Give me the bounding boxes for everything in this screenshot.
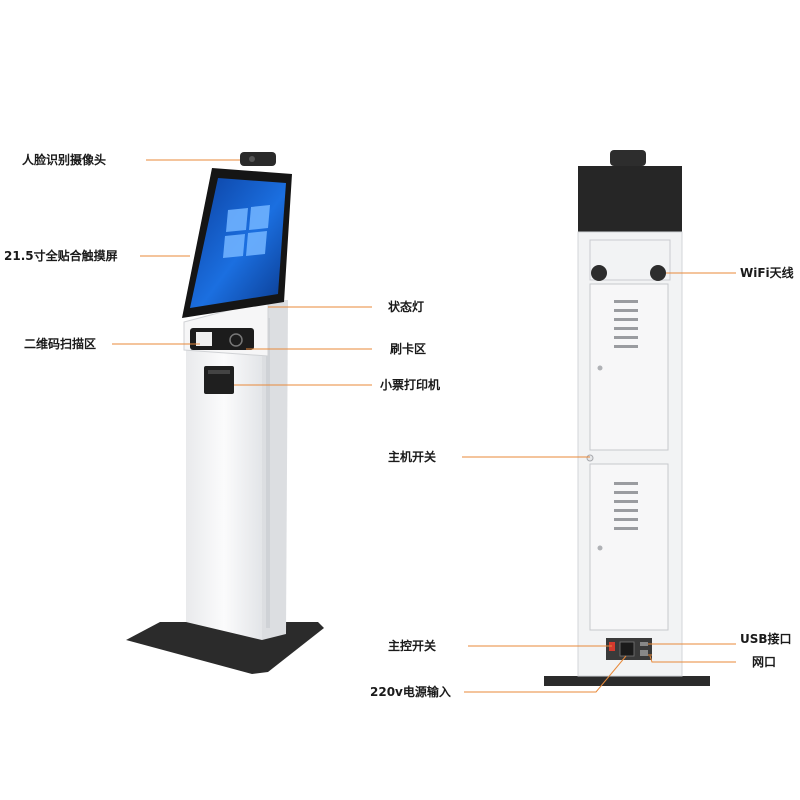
label-touchscreen: 21.5寸全贴合触摸屏 [4,249,118,263]
front-camera [240,152,276,166]
back-camera [610,150,646,166]
leader-power [464,655,627,693]
lower-door-lock [597,545,603,551]
back-top-panel [578,166,682,232]
status-light-strip [266,318,270,628]
card-reader-icon [229,333,243,347]
leader-network-path [649,655,736,663]
windows-logo-icon [223,205,270,258]
label-qr-scan: 二维码扫描区 [24,337,97,351]
qr-scanner-lens [196,332,212,346]
label-main-switch: 主控开关 [388,639,437,653]
upper-door-lock [597,365,603,371]
label-network-port: 网口 [752,655,777,669]
leader-lines [112,159,736,693]
receipt-printer-slot [208,370,230,374]
antenna-panel [589,239,671,281]
label-host-switch: 主机开关 [388,450,437,464]
network-port-slot [640,650,648,656]
label-receipt-printer: 小票打印机 [380,378,441,392]
upper-vent [614,300,638,348]
lower-vent [614,482,638,530]
usb-port-slot [640,642,648,646]
back-kiosk [544,150,710,686]
label-wifi-antenna: WiFi天线 [740,266,794,280]
back-base [544,676,710,686]
front-camera-lens [249,156,255,162]
wifi-antenna-right [650,265,666,281]
label-usb-port: USB接口 [740,632,792,646]
power-socket [619,641,635,657]
wifi-antenna-left [591,265,607,281]
front-kiosk [126,152,324,674]
label-status-light: 状态灯 [388,300,425,314]
host-switch [586,454,594,462]
label-camera: 人脸识别摄像头 [22,153,107,167]
label-power-input: 220v电源输入 [370,685,451,699]
label-card-swipe: 刷卡区 [390,342,427,356]
